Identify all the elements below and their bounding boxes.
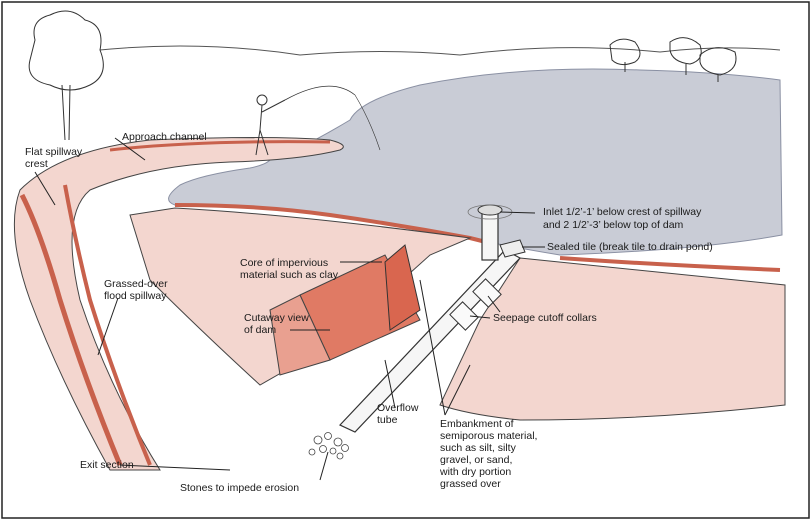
- label-inlet-1: Inlet 1/2’-1’ below crest of spillway: [543, 206, 702, 218]
- inlet-cap: [477, 204, 503, 216]
- label-overflow-2: tube: [377, 414, 398, 426]
- overflow-tube: [338, 249, 521, 433]
- inlet-riser: [481, 209, 499, 261]
- label-approach-channel: Approach channel: [122, 131, 207, 143]
- label-embank-1: Embankment of: [440, 418, 514, 430]
- label-exit-section: Exit section: [80, 459, 134, 471]
- label-flat-spillway-crest-1: Flat spillway: [25, 146, 83, 158]
- label-cutaway-1: Cutaway view: [244, 312, 309, 324]
- clay-core: [384, 244, 421, 331]
- pond-water: [168, 68, 783, 256]
- label-embank-6: grassed over: [440, 478, 501, 490]
- seepage-collar-1: [449, 301, 479, 331]
- spillway-stripe-inner: [63, 184, 152, 466]
- label-embank-3: such as silt, silty: [440, 442, 516, 454]
- erosion-stones: [308, 432, 349, 460]
- label-grassed-1: Grassed-over: [104, 278, 168, 290]
- label-inlet-2: and 2 1/2’-3’ below top of dam: [543, 219, 684, 231]
- label-core-1: Core of impervious: [240, 257, 329, 269]
- approach-channel-stripe: [109, 140, 331, 152]
- label-flat-spillway-crest-2: crest: [25, 158, 48, 170]
- label-embank-4: gravel, or sand,: [440, 454, 513, 466]
- label-core-2: material such as clay: [240, 269, 339, 281]
- leader-lines: [34, 137, 545, 481]
- label-embank-5: with dry portion: [440, 466, 512, 478]
- spillway-surface: [13, 137, 344, 471]
- label-stones: Stones to impede erosion: [180, 482, 300, 494]
- label-cutaway-2: of dam: [244, 324, 277, 336]
- tree-left: [28, 10, 104, 141]
- embankment-right: [439, 257, 786, 421]
- cutaway-front: [269, 294, 331, 376]
- spillway-stripe-outer: [19, 193, 123, 466]
- label-embank-2: semiporous material,: [440, 430, 538, 442]
- trees-right: [609, 37, 737, 82]
- dam-crest-band-right: [559, 256, 781, 272]
- label-overflow-1: Overflow: [377, 402, 419, 414]
- hill-horizon: [99, 45, 781, 56]
- seepage-collar-2: [472, 278, 502, 308]
- label-sealed-tile: Sealed tile (break tile to drain pond): [547, 241, 713, 253]
- dam-crest-band: [174, 203, 491, 245]
- label-seepage: Seepage cutoff collars: [493, 312, 597, 324]
- sealed-tile: [499, 239, 526, 258]
- label-grassed-2: flood spillway: [104, 290, 167, 302]
- fisherman: [255, 85, 381, 156]
